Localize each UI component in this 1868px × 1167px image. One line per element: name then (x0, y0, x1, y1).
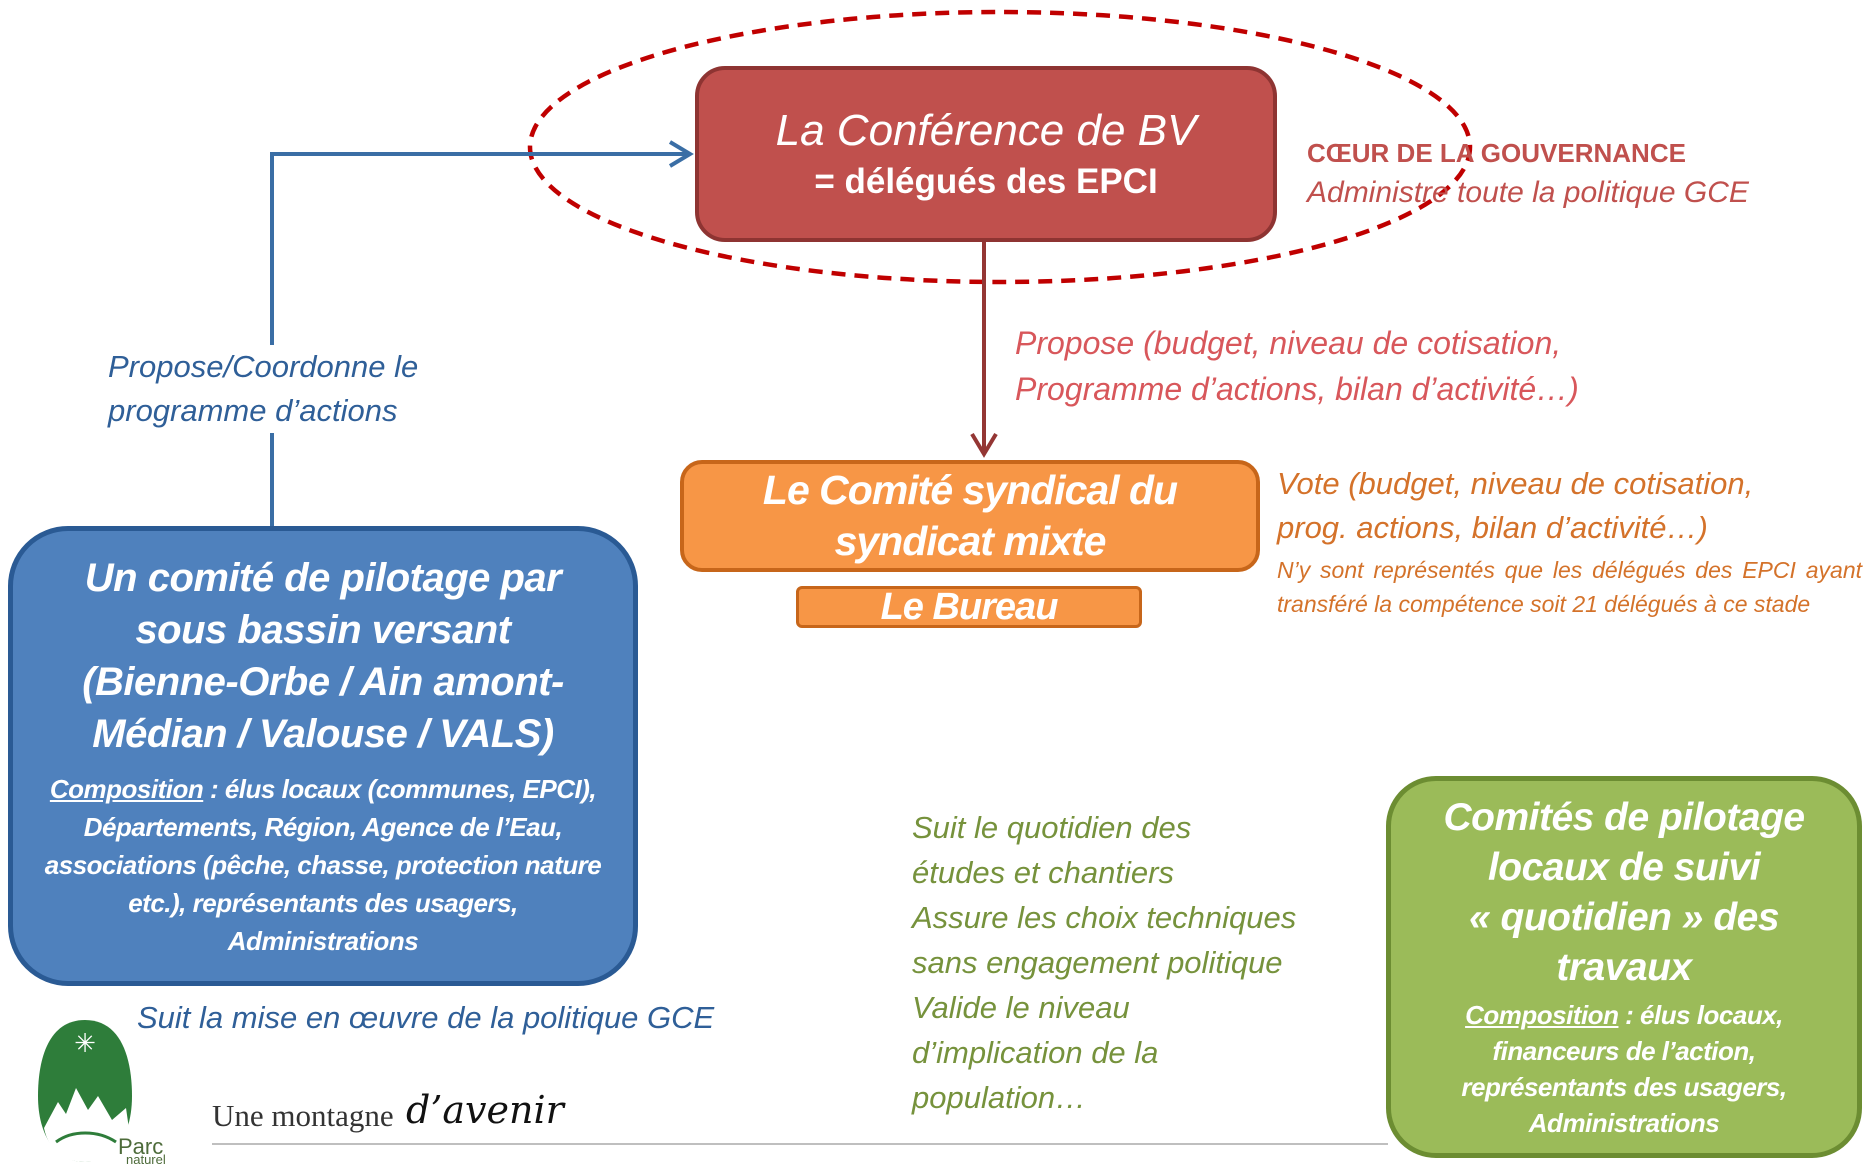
local-title-line: Comités de pilotage (1443, 796, 1805, 839)
tagline-une-montagne: Une montagne (212, 1098, 394, 1133)
logo-parc-text: Parc (118, 1134, 164, 1159)
comite-pilotage-sous-bassin-box: Un comité de pilotage par sous bassin ve… (8, 526, 638, 986)
coeur-gouvernance-subtitle: Administre toute la politique GCE (1307, 176, 1749, 209)
copil-to-conference-arrow (270, 152, 688, 526)
vote-line2: prog. actions, bilan d’activité…) (1277, 510, 1708, 545)
comite-syndical-box: Le Comité syndical du syndicat mixte (680, 460, 1260, 572)
suit-mise-en-oeuvre-label: Suit la mise en œuvre de la politique GC… (137, 1000, 715, 1035)
vote-label: Vote (budget, niveau de cotisation, prog… (1277, 462, 1753, 550)
parc-naturel-logo-icon: ✳ (38, 1020, 132, 1162)
copil-composition: Composition : élus locaux (communes, EPC… (33, 770, 613, 960)
comite-arrowhead (970, 432, 998, 458)
bureau-label: Le Bureau (880, 585, 1059, 628)
conference-title: La Conférence de BV (775, 106, 1197, 155)
local-title: Comités de pilotage locaux de suivi « qu… (1443, 793, 1805, 993)
bureau-box: Le Bureau (796, 586, 1142, 628)
tagline-davenir: d’avenir (406, 1088, 564, 1132)
suit-quotidien-line: Valide le niveau (912, 990, 1130, 1025)
comite-syndical-line2: syndicat mixte (834, 518, 1107, 564)
propose-coordonne-label: Propose/Coordonne le programme d’actions (108, 345, 508, 433)
local-composition-text: : élus locaux, financeurs de l’action, r… (1461, 1000, 1787, 1138)
copil-title-line: Médian / Valouse / VALS) (92, 712, 554, 756)
copil-title-line: Un comité de pilotage par (84, 556, 562, 600)
suit-quotidien-line: sans engagement politique (912, 945, 1283, 980)
vote-line1: Vote (budget, niveau de cotisation, (1277, 466, 1754, 501)
propose-budget-label: Propose (budget, niveau de cotisation, P… (1015, 320, 1579, 412)
copil-arrowhead (668, 140, 694, 168)
propose-budget-line2: Programme d’actions, bilan d’activité…) (1015, 371, 1579, 407)
suit-quotidien-label: Suit le quotidien des études et chantier… (912, 805, 1296, 1120)
footer-divider (212, 1143, 1388, 1145)
copil-title-line: (Bienne-Orbe / Ain amont- (82, 660, 564, 704)
local-title-line: locaux de suivi (1487, 846, 1761, 889)
copil-title: Un comité de pilotage par sous bassin ve… (82, 552, 564, 760)
conference-subtitle: = délégués des EPCI (814, 162, 1158, 201)
logo-naturel-text: naturel (126, 1152, 166, 1167)
copil-title-line: sous bassin versant (135, 608, 511, 652)
suit-quotidien-line: études et chantiers (912, 855, 1174, 890)
coeur-gouvernance-title: CŒUR DE LA GOUVERNANCE (1307, 138, 1686, 168)
gouvernance-dashed-ellipse (527, 9, 1473, 285)
svg-text:✳: ✳ (74, 1029, 96, 1059)
local-composition-label: Composition (1465, 1000, 1619, 1030)
local-composition: Composition : élus locaux, financeurs de… (1407, 997, 1841, 1141)
propose-budget-line1: Propose (budget, niveau de cotisation, (1015, 325, 1562, 361)
comite-syndical-line1: Le Comité syndical du (762, 467, 1178, 513)
vote-note: N’y sont représentés que les délégués de… (1277, 557, 1862, 617)
copil-composition-label: Composition (49, 774, 204, 804)
comites-pilotage-locaux-box: Comités de pilotage locaux de suivi « qu… (1386, 776, 1862, 1158)
suit-quotidien-line: Assure les choix techniques (912, 900, 1297, 935)
copil-composition-text: : élus locaux (communes, EPCI), Départem… (44, 774, 602, 956)
local-title-line: « quotidien » des (1468, 896, 1780, 939)
local-title-line: travaux (1556, 946, 1692, 989)
suit-quotidien-line: population… (912, 1080, 1087, 1115)
suit-quotidien-line: Suit le quotidien des (912, 810, 1192, 845)
suit-quotidien-line: d’implication de la (912, 1035, 1159, 1070)
conference-bv-box: La Conférence de BV = délégués des EPCI (695, 66, 1277, 242)
